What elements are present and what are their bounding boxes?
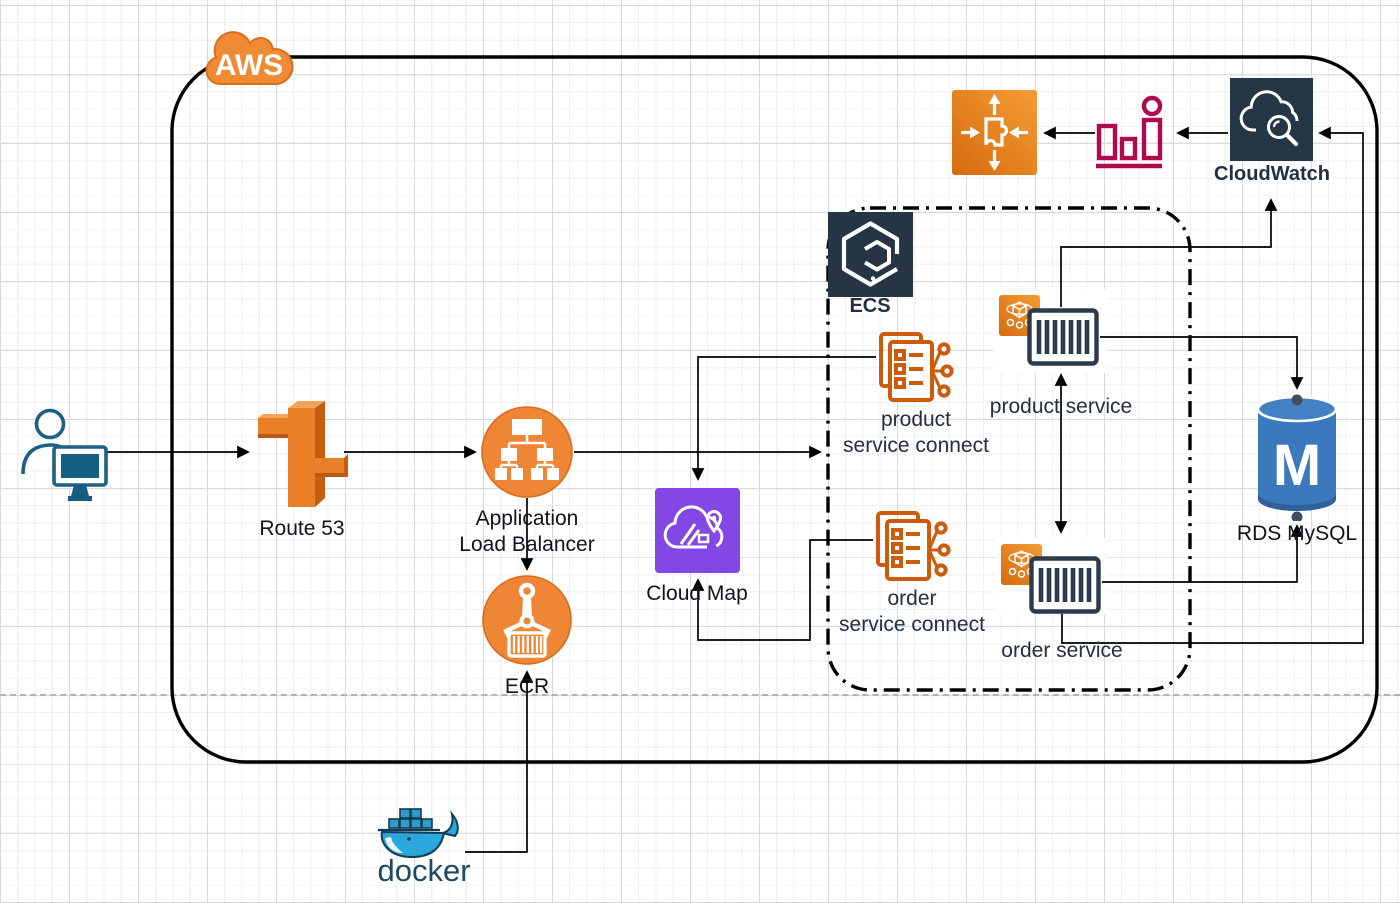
product-service-label: product service	[989, 395, 1133, 418]
order-service-connect-label: order service connect	[839, 587, 985, 636]
alb-label: Application Load Balancer	[459, 507, 595, 556]
application-load-balancer-icon	[481, 406, 573, 498]
docker-label: docker	[377, 853, 471, 888]
cloud-map-icon	[655, 488, 740, 573]
aws-group-label: AWS	[215, 49, 283, 82]
cloudwatch-metrics-icon	[1096, 95, 1163, 169]
ecs-label: ECS	[849, 295, 891, 317]
order-service-container-icon	[1029, 556, 1101, 614]
route53-label: Route 53	[259, 517, 345, 540]
aws-cloud-boundary	[170, 55, 1379, 764]
cloudwatch-icon	[1230, 78, 1313, 161]
ecr-icon	[482, 575, 572, 665]
edge-product-service-connect-cloud-map	[691, 356, 876, 481]
aws-cloud-logo-icon: AWS	[205, 31, 294, 86]
ecs-cluster-boundary	[826, 206, 1192, 692]
product-service-connect-label: product service connect	[843, 408, 989, 457]
edge-order-service-rds	[1102, 524, 1304, 583]
order-service-label: order service	[1001, 639, 1123, 662]
page-break-guide	[0, 694, 1400, 696]
rds-m-letter: M	[1273, 433, 1321, 498]
edge-order-service-connect-cloud-map	[691, 539, 873, 641]
order-service-connect-icon	[876, 511, 951, 581]
edge-product-service-cloudwatch	[1060, 198, 1278, 307]
application-auto-scaling-icon	[952, 90, 1037, 175]
route53-icon	[258, 401, 348, 507]
edge-order-service-cloudwatch	[1061, 126, 1364, 644]
rds-mysql-label: RDS MySQL	[1236, 522, 1358, 545]
docker-logo-icon	[378, 808, 459, 859]
ecr-label: ECR	[504, 675, 550, 698]
product-service-container-icon	[1027, 308, 1099, 366]
product-service-connect-icon	[879, 332, 954, 402]
ecs-icon	[828, 212, 913, 297]
user-icon	[21, 408, 108, 501]
edge-docker-ecr	[465, 670, 534, 853]
cloud-map-label: Cloud Map	[646, 582, 748, 605]
edge-product-service-rds	[1100, 336, 1304, 390]
rds-mysql-icon: M	[1256, 394, 1338, 521]
